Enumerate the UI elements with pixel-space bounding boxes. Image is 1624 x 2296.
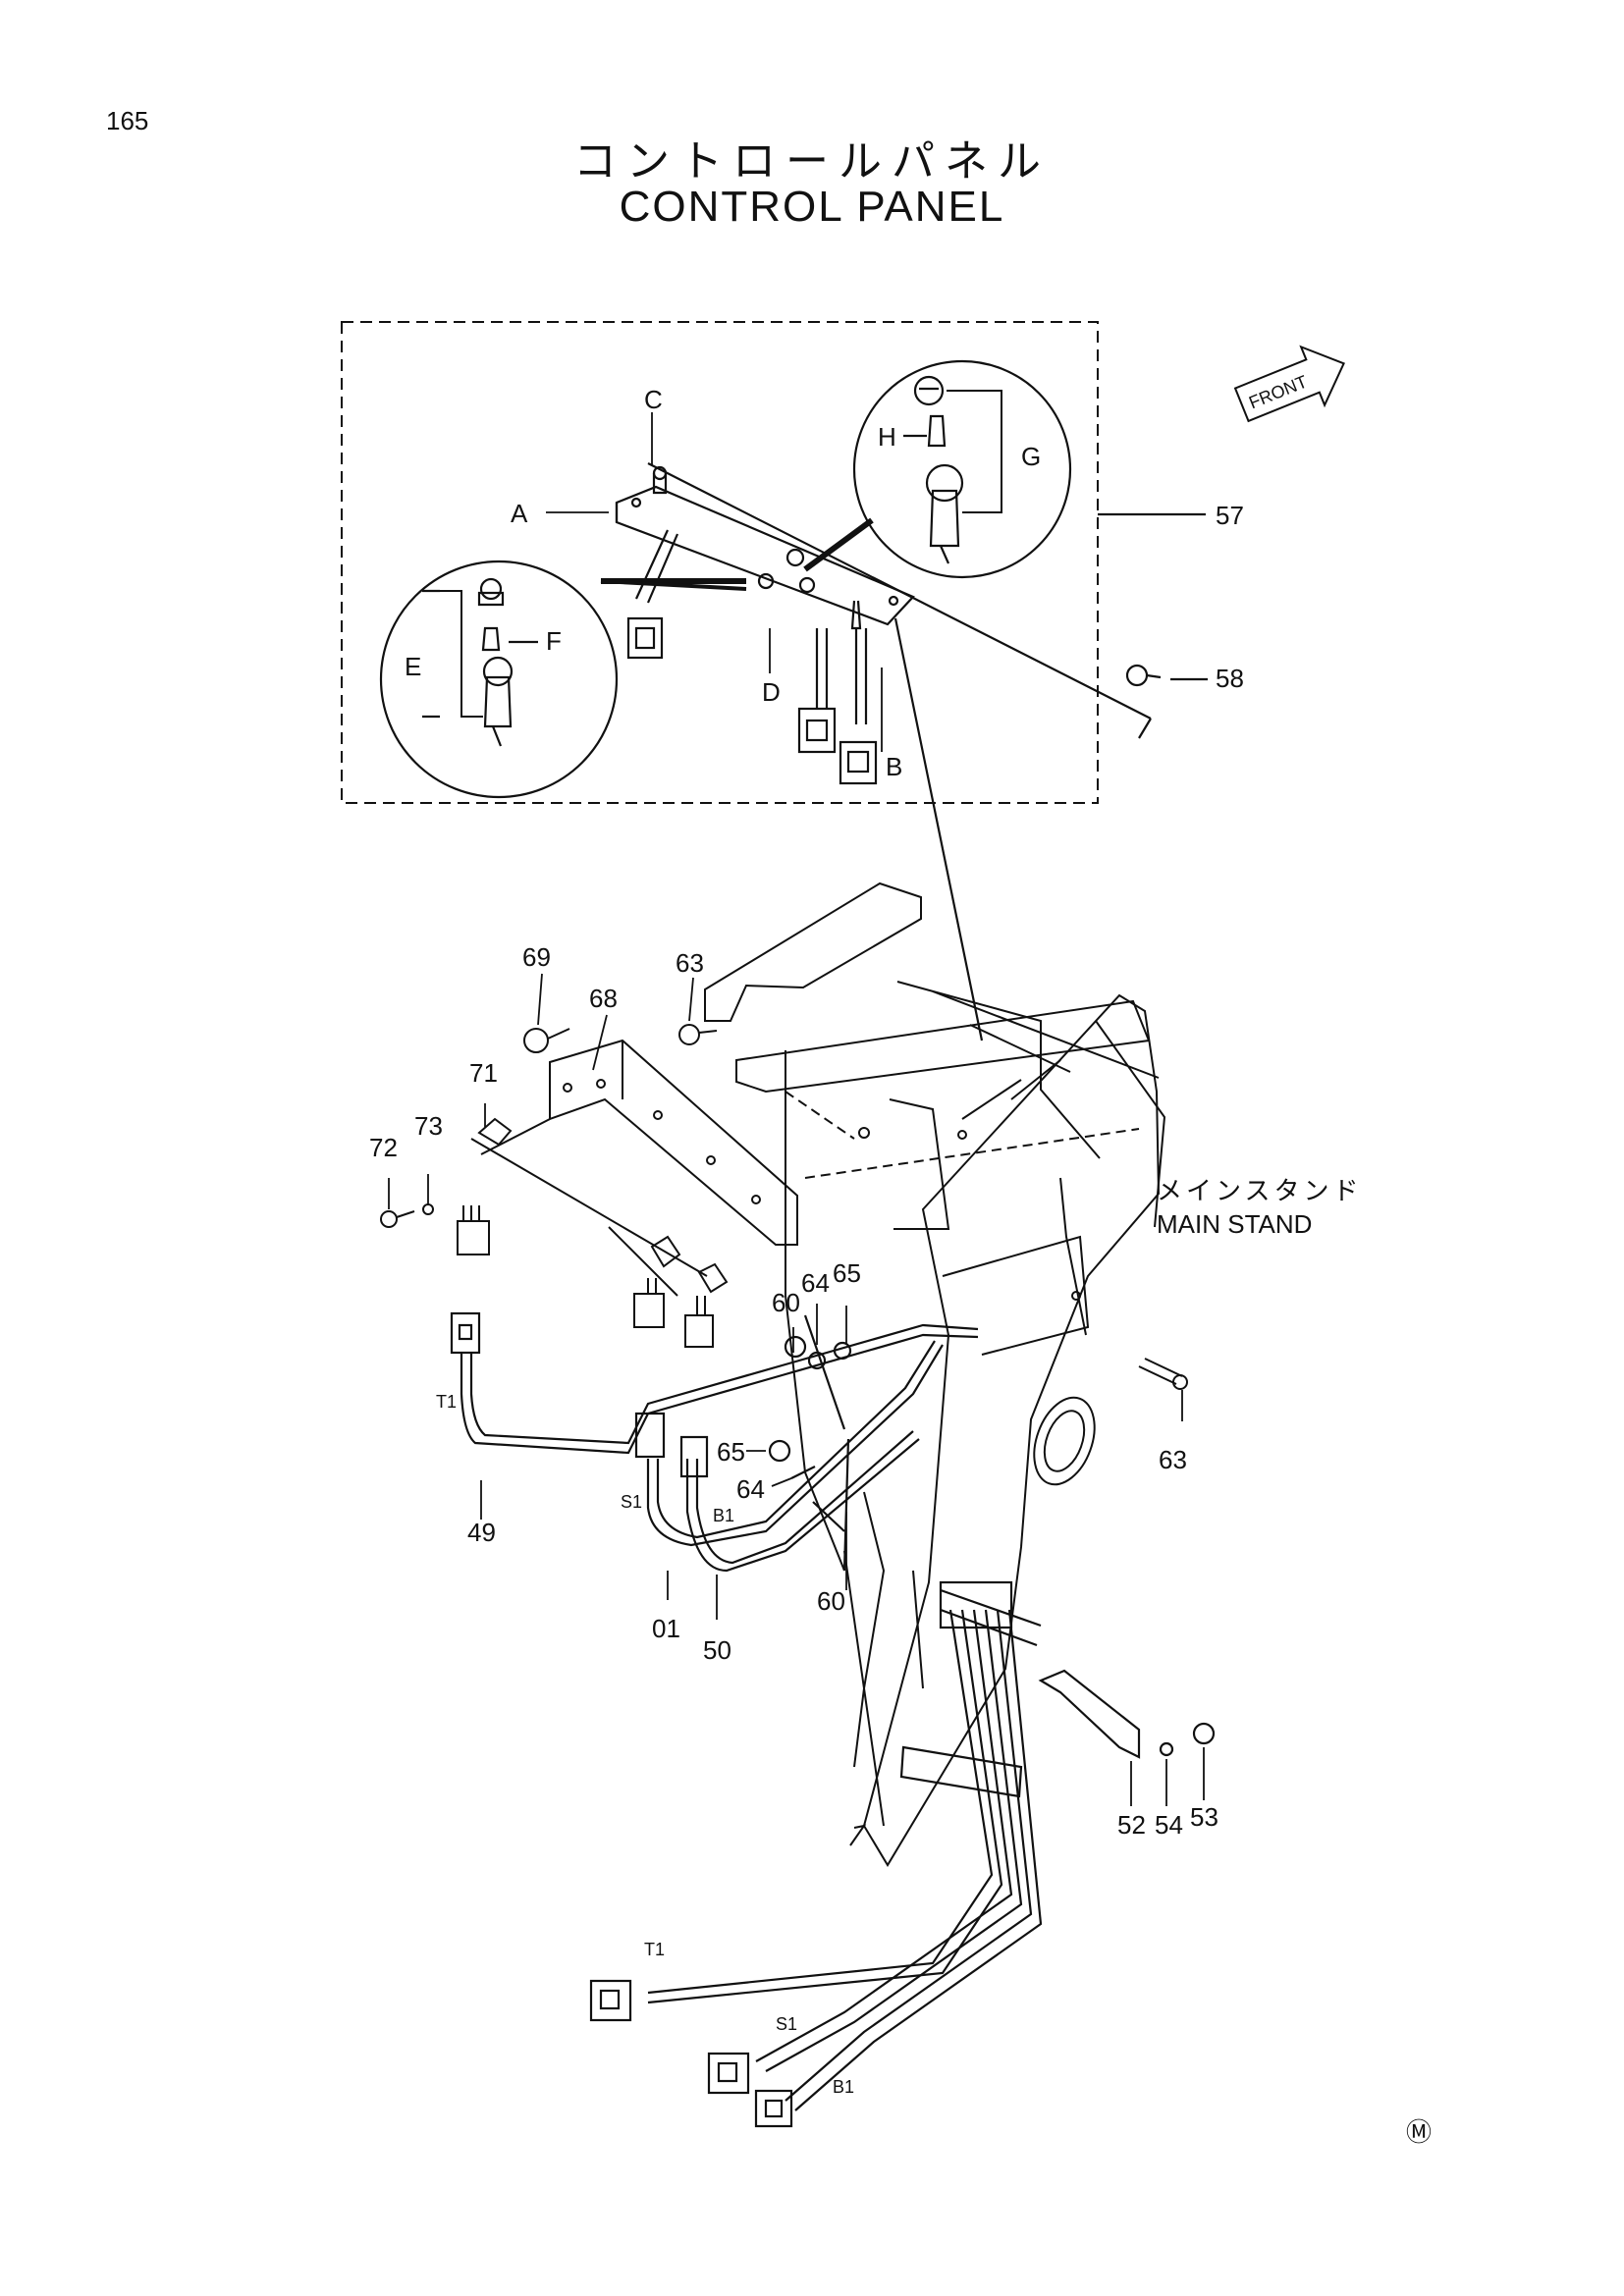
part-64-mid: 64 xyxy=(736,1474,765,1504)
connector-T1-lower: T1 xyxy=(644,1940,665,1959)
leader-to-stand xyxy=(893,617,984,1041)
main-stand-label-en: MAIN STAND xyxy=(1157,1209,1312,1239)
clips-connectors xyxy=(457,1117,729,1348)
part-57: 57 xyxy=(1216,501,1244,530)
detail-circle-left xyxy=(379,560,619,799)
part-73: 73 xyxy=(414,1111,443,1141)
detail-box xyxy=(341,321,1099,804)
leader-lines xyxy=(388,412,1205,1806)
connector-B1-lower: B1 xyxy=(833,2077,854,2097)
part-64-top: 64 xyxy=(801,1268,830,1298)
detail-circle-right xyxy=(852,359,1072,579)
connector-B1-upper: B1 xyxy=(713,1506,734,1525)
part-63-top: 63 xyxy=(676,948,704,978)
front-arrow: FRONT xyxy=(1233,345,1345,423)
part-50: 50 xyxy=(703,1635,731,1665)
part-01: 01 xyxy=(652,1614,680,1643)
part-54: 54 xyxy=(1155,1810,1183,1840)
label-A: A xyxy=(511,499,528,528)
label-B: B xyxy=(886,752,902,781)
control-panel-plate xyxy=(600,465,915,785)
part-52: 52 xyxy=(1117,1810,1146,1840)
part-72: 72 xyxy=(369,1133,398,1162)
corner-mark: Ⓜ xyxy=(1406,2118,1433,2148)
label-F: F xyxy=(546,626,562,656)
title-japanese: コントロールパネル xyxy=(573,136,1051,187)
label-D: D xyxy=(762,677,781,707)
label-C: C xyxy=(644,385,663,414)
part-60-top: 60 xyxy=(772,1288,800,1317)
part-49: 49 xyxy=(467,1518,496,1547)
connector-S1-upper: S1 xyxy=(621,1492,642,1512)
connector-T1-upper: T1 xyxy=(436,1392,457,1412)
main-stand xyxy=(704,881,1166,1867)
part-53: 53 xyxy=(1190,1802,1218,1832)
label-H: H xyxy=(878,422,896,452)
part-65-mid: 65 xyxy=(717,1437,745,1467)
connector-S1-lower: S1 xyxy=(776,2014,797,2034)
part-65-top: 65 xyxy=(833,1258,861,1288)
part-63-right: 63 xyxy=(1159,1445,1187,1474)
main-stand-label-jp: メインスタンド xyxy=(1157,1177,1362,1206)
part-58: 58 xyxy=(1216,664,1244,693)
part-69: 69 xyxy=(522,942,551,972)
page-number: 165 xyxy=(106,106,149,135)
part-68: 68 xyxy=(589,984,618,1013)
front-label: FRONT xyxy=(1246,372,1310,413)
label-G: G xyxy=(1021,442,1041,471)
part-71: 71 xyxy=(469,1058,498,1088)
leader-57-line xyxy=(647,462,1152,720)
bolts xyxy=(380,1024,1188,1390)
title-english: CONTROL PANEL xyxy=(619,183,1005,231)
screw-58 xyxy=(1125,664,1208,687)
part-60-bottom: 60 xyxy=(817,1586,845,1616)
harness-wires xyxy=(450,1311,1216,2128)
label-E: E xyxy=(405,652,421,681)
bracket-68 xyxy=(470,1039,798,1297)
